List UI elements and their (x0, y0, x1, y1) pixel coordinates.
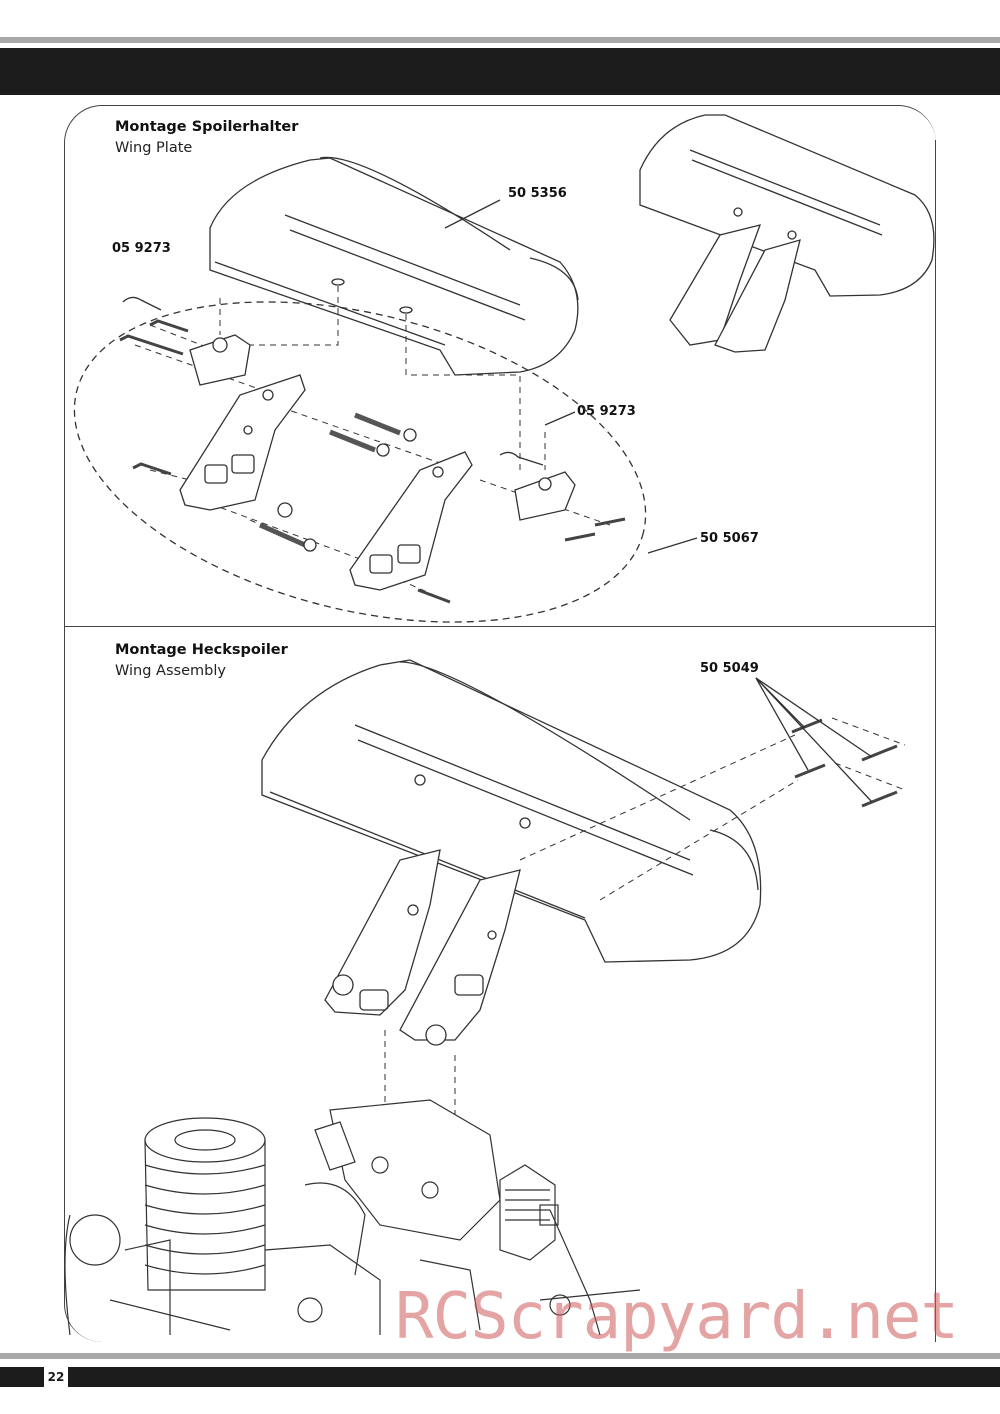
wing-assembled (261, 659, 762, 1046)
footer-bar (0, 1367, 1000, 1387)
header-bar (0, 48, 1000, 95)
section-divider (64, 626, 936, 628)
footer-rule (0, 1353, 1000, 1359)
header-rule (0, 37, 1000, 43)
wing-preview (639, 114, 935, 353)
page-number: 22 (44, 1367, 68, 1387)
watermark-text: RCScrapyard.net (395, 1280, 959, 1354)
page-frame (64, 105, 936, 1342)
wing-exploded (209, 156, 579, 376)
part-label-wing: 50 5356 (508, 186, 567, 201)
part-label-mount-set: 50 5067 (700, 531, 759, 546)
section-title-wing-plate: Montage Spoilerhalter (115, 119, 299, 135)
section-subtitle-wing-assembly: Wing Assembly (115, 663, 226, 679)
section-subtitle-wing-plate: Wing Plate (115, 140, 193, 156)
part-label-screws: 50 5049 (700, 661, 759, 676)
section-title-wing-assembly: Montage Heckspoiler (115, 642, 288, 658)
part-label-clip-left: 05 9273 (112, 241, 171, 256)
chassis-drawing (64, 1099, 641, 1336)
page-frame-right (935, 140, 937, 1342)
